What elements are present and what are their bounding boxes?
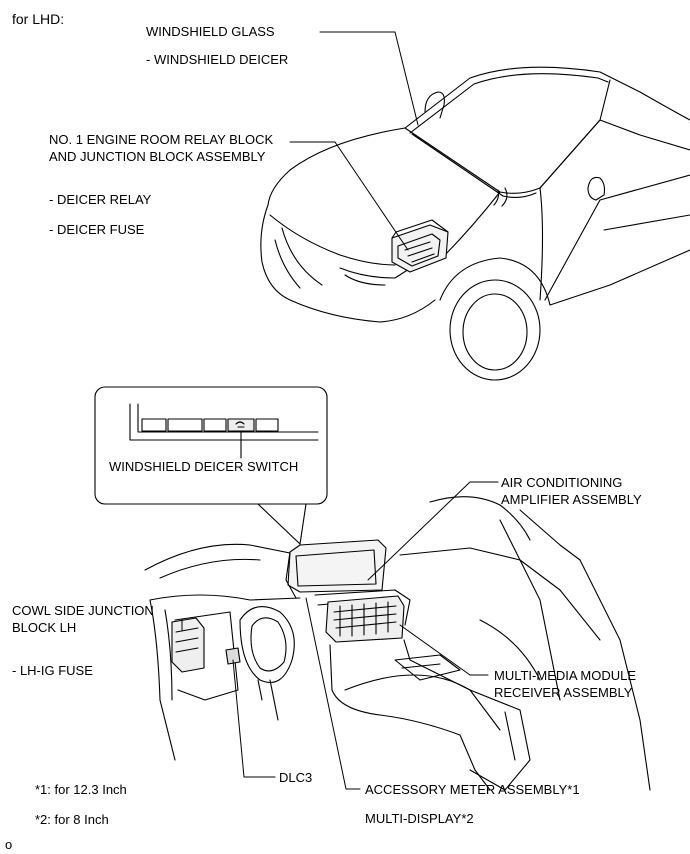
label-ac-amp-line1: AIR CONDITIONING: [501, 475, 623, 490]
label-cowl-line1: COWL SIDE JUNCTION: [12, 603, 154, 618]
label-relay-block-line2: AND JUNCTION BLOCK ASSEMBLY: [49, 149, 266, 164]
label-windshield-glass: WINDSHIELD GLASS: [146, 24, 275, 39]
label-accessory-meter: ACCESSORY METER ASSEMBLY*1: [365, 782, 580, 797]
label-deicer-switch: WINDSHIELD DEICER SWITCH: [109, 459, 299, 474]
label-dlc3: DLC3: [279, 770, 313, 785]
car-exterior-illustration: [260, 66, 690, 381]
note-8-inch: *2: for 8 Inch: [35, 812, 109, 827]
label-windshield-deicer: - WINDSHIELD DEICER: [146, 52, 289, 67]
label-ac-amp-line2: AMPLIFIER ASSEMBLY: [501, 492, 642, 507]
label-deicer-relay: - DEICER RELAY: [49, 192, 152, 207]
footer-mark: o: [5, 837, 13, 852]
leader-lines: [181, 31, 499, 790]
header-lhd: for LHD:: [12, 11, 65, 27]
note-12-3-inch: *1: for 12.3 Inch: [35, 782, 127, 797]
label-relay-block-line1: NO. 1 ENGINE ROOM RELAY BLOCK: [49, 132, 274, 147]
dashboard-illustration: [94, 386, 651, 791]
label-cowl-line2: BLOCK LH: [12, 620, 77, 635]
label-deicer-fuse: - DEICER FUSE: [49, 222, 145, 237]
label-mm-line2: RECEIVER ASSEMBLY: [494, 685, 633, 700]
label-lh-ig-fuse: - LH-IG FUSE: [12, 663, 93, 678]
label-multi-display: MULTI-DISPLAY*2: [365, 811, 474, 826]
label-mm-line1: MULTI-MEDIA MODULE: [494, 668, 637, 683]
